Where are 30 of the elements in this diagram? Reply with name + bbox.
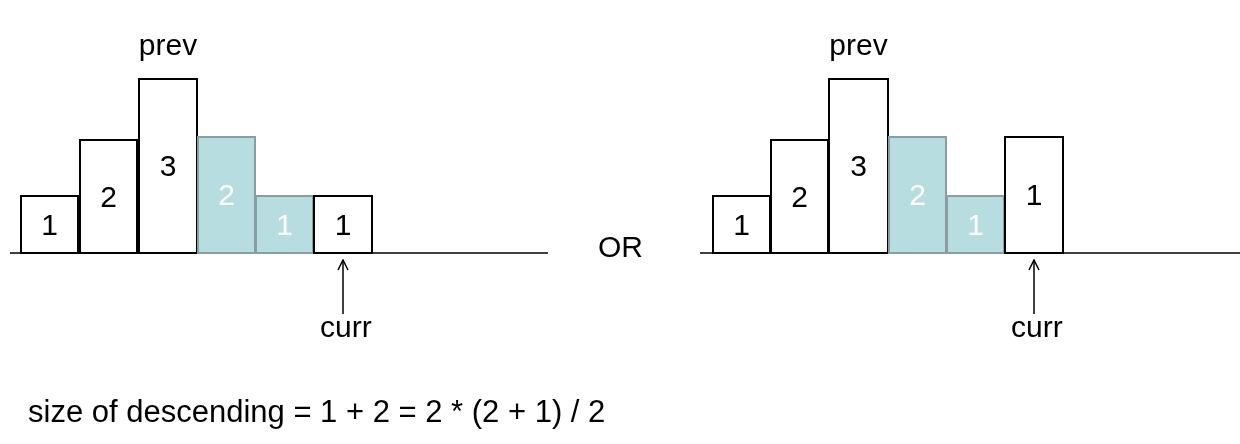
- separator-word: OR: [598, 232, 643, 262]
- bar-value: 1: [967, 209, 984, 240]
- bar: [20, 195, 79, 254]
- arrow: [337, 259, 349, 315]
- bar-value: 2: [791, 181, 808, 212]
- pointer-label: curr: [1011, 312, 1063, 342]
- bar: [313, 195, 373, 254]
- bar-value: 2: [100, 181, 117, 212]
- arrow: [1028, 259, 1040, 315]
- pointer-label: curr: [320, 312, 372, 342]
- pointer-label: prev: [829, 30, 888, 60]
- bar-value: 1: [276, 209, 293, 240]
- bar-value: 1: [1025, 180, 1043, 210]
- bar: [197, 136, 256, 254]
- bar: [888, 136, 947, 254]
- bar-value: 1: [334, 209, 352, 240]
- bar-value: 1: [733, 209, 750, 240]
- bar-value: 3: [850, 151, 867, 181]
- bar: [79, 139, 138, 254]
- bar-value: 3: [159, 151, 177, 181]
- bar-value: 2: [909, 180, 926, 210]
- bar: [1004, 136, 1064, 254]
- bar-value: 2: [218, 180, 235, 210]
- bar: [255, 195, 314, 254]
- pointer-label: prev: [138, 30, 198, 60]
- bar-value: 1: [41, 209, 58, 240]
- bar: [770, 139, 829, 254]
- formula-caption: size of descending = 1 + 2 = 2 * (2 + 1) / 2: [28, 396, 606, 427]
- bar: [946, 195, 1005, 254]
- bar: [712, 195, 771, 254]
